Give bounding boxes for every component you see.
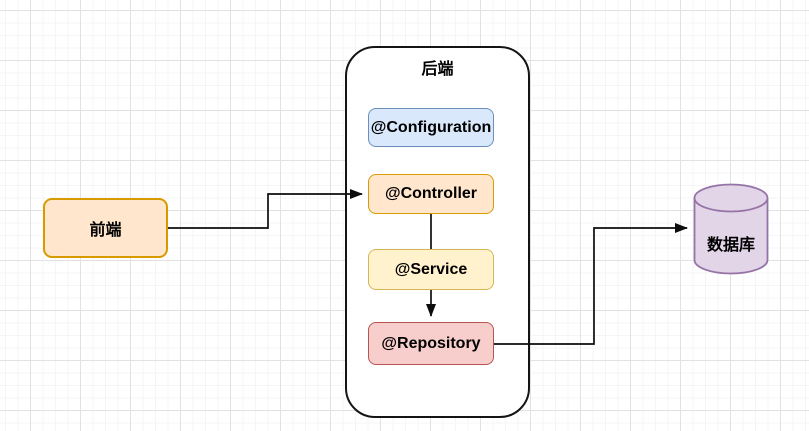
frontend-label: 前端 [89, 222, 122, 239]
database-label: 数据库 [706, 237, 755, 254]
edge-repository-to-database[interactable] [494, 223, 688, 345]
frontend-node[interactable]: 前端 [43, 198, 168, 258]
repository-node[interactable]: @Repository [368, 322, 494, 365]
configuration-node[interactable]: @Configuration [368, 108, 494, 147]
database-cylinder-icon [693, 183, 769, 275]
backend-title: 后端 [421, 61, 454, 78]
configuration-label: @Configuration [370, 118, 492, 136]
service-label: @Service [394, 260, 468, 278]
controller-node[interactable]: @Controller [368, 174, 494, 214]
edge-frontend-to-controller[interactable] [168, 189, 363, 229]
repository-label: @Repository [381, 334, 481, 352]
service-node[interactable]: @Service [368, 249, 494, 290]
controller-label: @Controller [384, 185, 478, 202]
database-node[interactable]: 数据库 [693, 183, 769, 275]
